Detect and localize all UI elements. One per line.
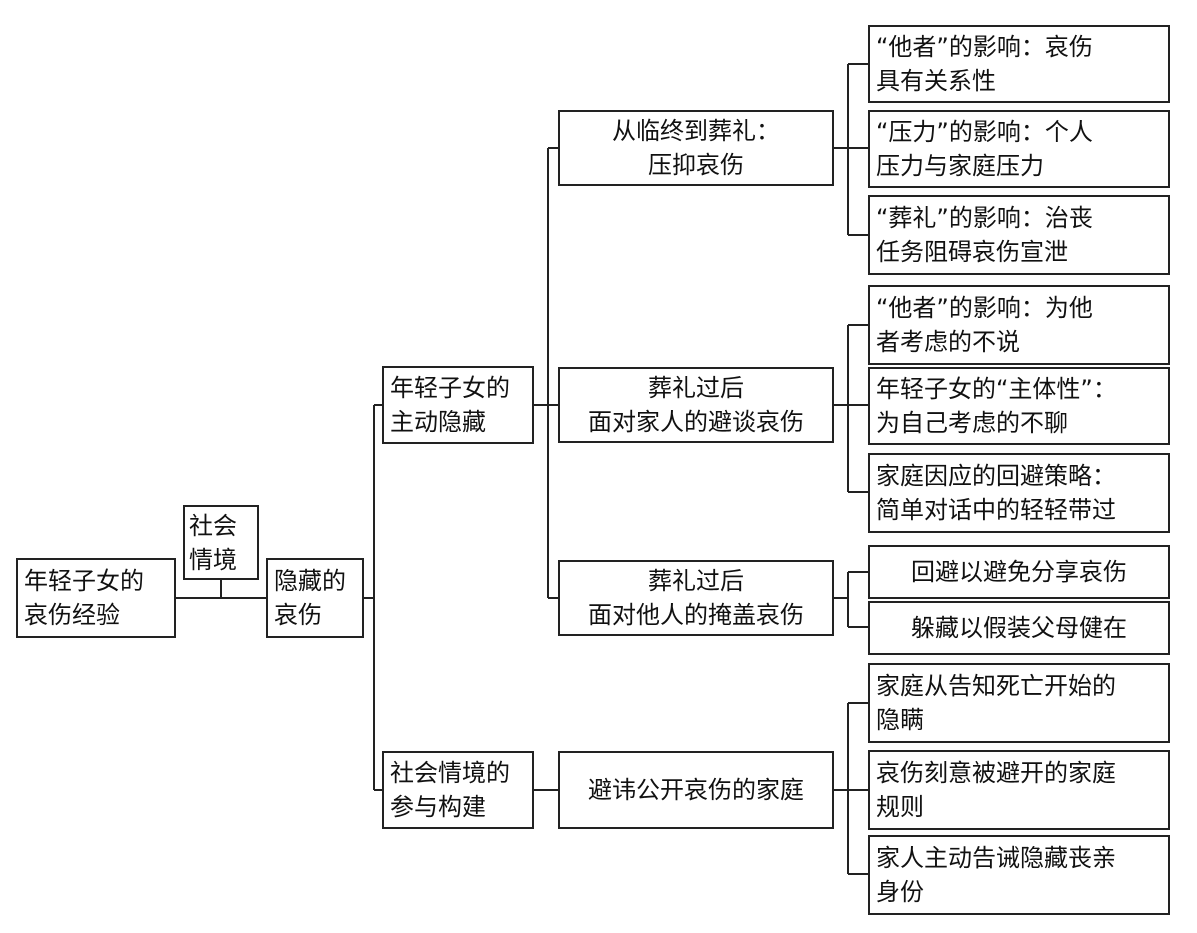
branch-social-line1: 社会情境的 bbox=[390, 759, 510, 787]
leaf-6-line1: 家庭因应的回避策略： bbox=[876, 462, 1116, 490]
sub-taboo-node: 避讳公开哀伤的家庭 bbox=[558, 751, 834, 829]
leaf-node-9: 家庭从告知死亡开始的 隐瞒 bbox=[868, 663, 1170, 743]
sub-funeral-node: 从临终到葬礼： 压抑哀伤 bbox=[558, 110, 834, 186]
sub-family-node: 葬礼过后 面对家人的避谈哀伤 bbox=[558, 367, 834, 443]
context-label-line2: 情境 bbox=[189, 545, 237, 574]
leaf-5-line2: 为自己考虑的不聊 bbox=[876, 409, 1068, 437]
leaf-node-5: 年轻子女的“主体性”： 为自己考虑的不聊 bbox=[868, 367, 1170, 445]
context-label-node: 社会 情境 bbox=[183, 505, 259, 580]
leaf-3-line1: “葬礼”的影响：治丧 bbox=[876, 204, 1093, 232]
core-node-line1: 隐藏的 bbox=[274, 567, 346, 595]
core-node: 隐藏的 哀伤 bbox=[266, 558, 364, 638]
leaf-4-line2: 者考虑的不说 bbox=[876, 328, 1020, 356]
branch-social-node: 社会情境的 参与构建 bbox=[382, 751, 534, 829]
core-node-line2: 哀伤 bbox=[274, 601, 322, 629]
branch-social-line2: 参与构建 bbox=[390, 793, 486, 821]
leaf-11-line2: 身份 bbox=[876, 878, 924, 906]
leaf-7-line1: 回避以避免分享哀伤 bbox=[911, 558, 1127, 586]
leaf-node-1: “他者”的影响：哀伤 具有关系性 bbox=[868, 25, 1170, 103]
sub-funeral-line1: 从临终到葬礼： bbox=[612, 117, 780, 145]
leaf-node-6: 家庭因应的回避策略： 简单对话中的轻轻带过 bbox=[868, 453, 1170, 533]
leaf-11-line1: 家人主动告诫隐藏丧亲 bbox=[876, 844, 1116, 872]
leaf-6-line2: 简单对话中的轻轻带过 bbox=[876, 496, 1116, 524]
leaf-10-line2: 规则 bbox=[876, 793, 924, 821]
leaf-1-line1: “他者”的影响：哀伤 bbox=[876, 33, 1093, 61]
leaf-2-line1: “压力”的影响：个人 bbox=[876, 118, 1093, 146]
leaf-node-8: 躲藏以假装父母健在 bbox=[868, 601, 1170, 655]
leaf-1-line2: 具有关系性 bbox=[876, 67, 996, 95]
leaf-9-line2: 隐瞒 bbox=[876, 706, 924, 734]
leaf-9-line1: 家庭从告知死亡开始的 bbox=[876, 672, 1116, 700]
sub-others-line1: 葬礼过后 bbox=[648, 567, 744, 595]
sub-others-node: 葬礼过后 面对他人的掩盖哀伤 bbox=[558, 560, 834, 636]
sub-family-line2: 面对家人的避谈哀伤 bbox=[588, 408, 804, 436]
leaf-node-10: 哀伤刻意被避开的家庭 规则 bbox=[868, 750, 1170, 830]
root-node: 年轻子女的 哀伤经验 bbox=[16, 558, 176, 638]
sub-funeral-line2: 压抑哀伤 bbox=[648, 151, 744, 179]
leaf-2-line2: 压力与家庭压力 bbox=[876, 152, 1044, 180]
leaf-10-line1: 哀伤刻意被避开的家庭 bbox=[876, 759, 1116, 787]
sub-others-line2: 面对他人的掩盖哀伤 bbox=[588, 601, 804, 629]
branch-active-line1: 年轻子女的 bbox=[390, 374, 510, 402]
leaf-8-line1: 躲藏以假装父母健在 bbox=[911, 614, 1127, 642]
leaf-node-4: “他者”的影响：为他 者考虑的不说 bbox=[868, 285, 1170, 365]
leaf-node-7: 回避以避免分享哀伤 bbox=[868, 545, 1170, 599]
leaf-5-line1: 年轻子女的“主体性”： bbox=[876, 375, 1117, 403]
leaf-node-3: “葬礼”的影响：治丧 任务阻碍哀伤宣泄 bbox=[868, 195, 1170, 275]
context-label-line1: 社会 bbox=[189, 511, 237, 540]
leaf-4-line1: “他者”的影响：为他 bbox=[876, 294, 1093, 322]
leaf-node-11: 家人主动告诫隐藏丧亲 身份 bbox=[868, 835, 1170, 915]
branch-active-line2: 主动隐藏 bbox=[390, 408, 486, 436]
leaf-3-line2: 任务阻碍哀伤宣泄 bbox=[876, 238, 1068, 266]
sub-taboo-line1: 避讳公开哀伤的家庭 bbox=[588, 776, 804, 804]
root-node-line1: 年轻子女的 bbox=[24, 567, 144, 595]
sub-family-line1: 葬礼过后 bbox=[648, 374, 744, 402]
root-node-line2: 哀伤经验 bbox=[24, 601, 120, 629]
branch-active-node: 年轻子女的 主动隐藏 bbox=[382, 366, 534, 444]
leaf-node-2: “压力”的影响：个人 压力与家庭压力 bbox=[868, 110, 1170, 188]
